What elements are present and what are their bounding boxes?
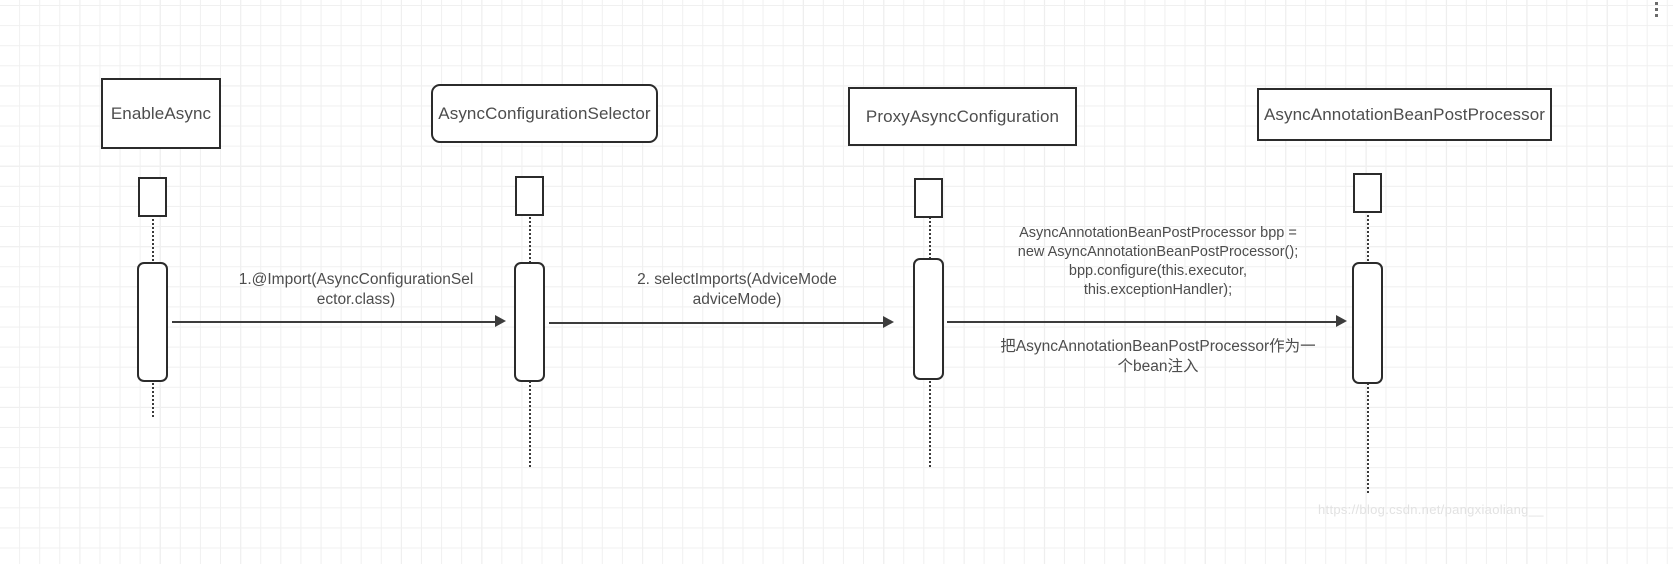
message-3-arrowhead — [1336, 315, 1347, 327]
message-3-label: AsyncAnnotationBeanPostProcessor bpp = n… — [1017, 225, 1299, 298]
activation-head-async-configuration-selector[interactable] — [515, 176, 544, 216]
message-1-arrowhead — [495, 315, 506, 327]
activation-bar-async-annotation-bean-post-processor[interactable] — [1352, 262, 1383, 384]
activation-head-async-annotation-bean-post-processor[interactable] — [1353, 173, 1382, 213]
message-2-arrowhead — [883, 316, 894, 328]
kebab-dot — [1655, 2, 1658, 5]
message-1-line — [172, 321, 495, 323]
watermark: https://blog.csdn.net/pangxiaoliang__ — [1318, 502, 1544, 517]
participant-async-configuration-selector[interactable]: AsyncConfigurationSelector — [431, 84, 658, 143]
activation-bar-async-configuration-selector[interactable] — [514, 262, 545, 382]
message-3-note-label: 把AsyncAnnotationBeanPostProcessor作为一 个be… — [1000, 338, 1316, 375]
activation-head-enable-async[interactable] — [138, 177, 167, 217]
participant-enable-async[interactable]: EnableAsync — [101, 78, 221, 149]
activation-bar-proxy-async-configuration[interactable] — [913, 258, 944, 380]
participant-async-annotation-bean-post-processor[interactable]: AsyncAnnotationBeanPostProcessor — [1257, 88, 1552, 141]
kebab-dot — [1655, 8, 1658, 11]
message-2-line — [549, 322, 883, 324]
activation-head-proxy-async-configuration[interactable] — [914, 178, 943, 218]
activation-bar-enable-async[interactable] — [137, 262, 168, 382]
participant-proxy-async-configuration[interactable]: ProxyAsyncConfiguration — [848, 87, 1077, 146]
message-1-label: 1.@Import(AsyncConfigurationSel ector.cl… — [238, 271, 474, 308]
message-2-label: 2. selectImports(AdviceMode adviceMode) — [637, 271, 837, 308]
kebab-dot — [1655, 14, 1658, 17]
message-3-line — [947, 321, 1336, 323]
more-options-icon[interactable] — [1655, 2, 1658, 17]
